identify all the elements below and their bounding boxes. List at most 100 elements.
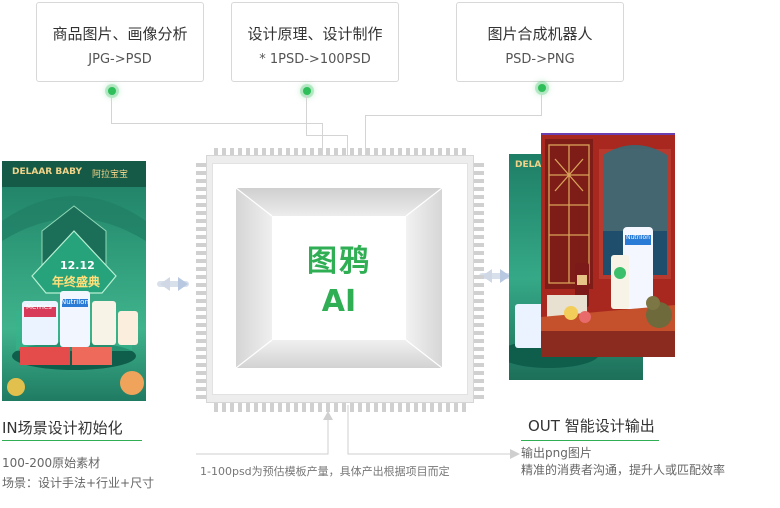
chip-pin [342, 148, 346, 155]
chip-pin [438, 403, 442, 412]
chip-pin [196, 299, 206, 303]
chip-pin [196, 395, 206, 399]
chip-pin [474, 331, 484, 335]
chip-pin [286, 148, 290, 155]
chip-pin [366, 148, 370, 155]
chip-pin [474, 379, 484, 383]
chip-pin [374, 148, 378, 155]
chip-pin [196, 227, 206, 231]
chip-pin [474, 347, 484, 351]
product-label: Nutrilon [626, 234, 650, 241]
chip-pin [382, 148, 386, 155]
chip-pin [196, 347, 206, 351]
chip-pin [446, 148, 450, 155]
connector-wire [541, 93, 542, 115]
in-panel-underline [2, 440, 142, 441]
chip-bevel [236, 188, 442, 368]
chip-pin [254, 148, 258, 155]
chip-pin [414, 148, 418, 155]
chip-pin [196, 163, 206, 167]
chip-pin [398, 403, 402, 412]
chip-pin [390, 403, 394, 412]
chip-pin [196, 259, 206, 263]
chip-pin [474, 259, 484, 263]
chip-pin [196, 211, 206, 215]
chip-pin [438, 148, 442, 155]
chip-pin [196, 355, 206, 359]
chip-pin [358, 148, 362, 155]
input-box-title: 图片合成机器人 [487, 25, 593, 43]
input-box-title: 商品图片、画像分析 [52, 25, 188, 43]
chip-pin [474, 283, 484, 287]
chip-pin [334, 148, 338, 155]
chip-pin [196, 243, 206, 247]
in-panel-title: IN场景设计初始化 [2, 419, 123, 437]
chip-pin [474, 307, 484, 311]
connector-wire [365, 115, 542, 116]
chip-pin [474, 395, 484, 399]
chip-pin [350, 148, 354, 155]
arrow-left-to-chip [157, 277, 189, 291]
out-panel-line1: 输出png图片 [521, 446, 592, 460]
chip-pin [454, 403, 458, 412]
chip-pin [326, 403, 330, 412]
chip-pin [474, 267, 484, 271]
chip-pin [454, 148, 458, 155]
chip-pin [196, 283, 206, 287]
input-box-subtitle: PSD->PNG [505, 52, 575, 67]
arrow-chip-to-right [479, 269, 511, 283]
chip-pin [462, 403, 466, 412]
chip-pin [382, 403, 386, 412]
chip-pin [214, 148, 218, 155]
chip-pin [196, 307, 206, 311]
connector-wire [111, 123, 323, 124]
chip-pin [222, 403, 226, 412]
chip-pin [196, 291, 206, 295]
chip-pin [230, 403, 234, 412]
chip-pin [422, 403, 426, 412]
chip-pin [358, 403, 362, 412]
chip-pin [374, 403, 378, 412]
chip-pin [334, 403, 338, 412]
chip-pin [474, 251, 484, 255]
chip-pin [474, 187, 484, 191]
chip-title-ai: AI [321, 284, 357, 319]
connector-dot [108, 87, 116, 95]
input-poster-image: DELAAR BABY 阿拉宝宝 12.12 年终盛典 Merries Nutr… [2, 161, 146, 401]
poster-date: 12.12 [60, 259, 95, 272]
chip-pin [474, 387, 484, 391]
chip-pin [222, 148, 226, 155]
chip-pin [474, 275, 484, 279]
chip-pin [286, 403, 290, 412]
input-box-subtitle: * 1PSD->100PSD [259, 52, 371, 67]
chip-pin [196, 203, 206, 207]
input-box-composite-robot: 图片合成机器人 PSD->PNG [456, 2, 624, 82]
chip-pin [398, 148, 402, 155]
chip-pin [406, 403, 410, 412]
product-label: Merries [26, 303, 52, 311]
poster-event: 年终盛典 [52, 275, 101, 289]
chip-pin [342, 403, 346, 412]
chip-pin [294, 403, 298, 412]
connector-dot [538, 84, 546, 92]
chip-pin [474, 203, 484, 207]
product-label: Nutrilon [61, 298, 89, 306]
chip-pin [474, 355, 484, 359]
chip-pin [246, 403, 250, 412]
chip-pin [196, 171, 206, 175]
chip-pin [214, 403, 218, 412]
input-box-subtitle: JPG->PSD [88, 52, 152, 67]
connector-wire [365, 115, 366, 155]
chip-pin [474, 163, 484, 167]
out-panel-title: OUT 智能设计输出 [528, 417, 655, 435]
chip-pin [262, 403, 266, 412]
chip-pin [230, 148, 234, 155]
chip-pin [262, 148, 266, 155]
chip-pin [474, 323, 484, 327]
connector-wire [306, 96, 307, 136]
chip-pin [474, 339, 484, 343]
chip-pin [196, 251, 206, 255]
chip-pin [474, 363, 484, 367]
connector-wire [111, 96, 112, 124]
